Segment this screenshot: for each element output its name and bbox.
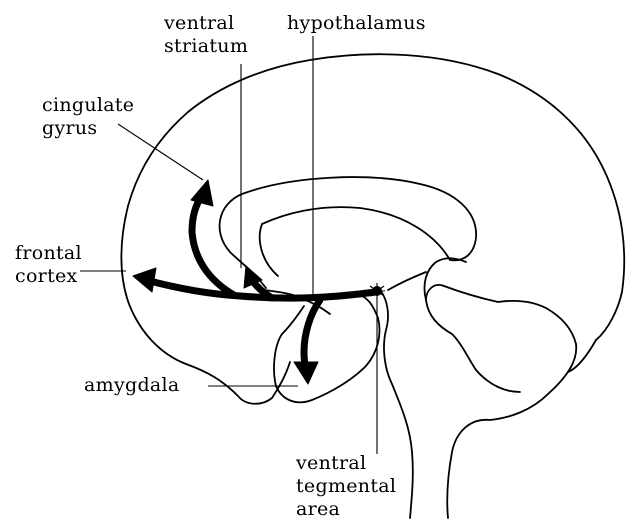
label-ventral-striatum: ventral striatum [164, 12, 248, 58]
label-ventral-striatum-line2: striatum [164, 35, 248, 58]
corpus-callosum-outline [220, 177, 477, 288]
label-ventral-striatum-line1: ventral [164, 12, 248, 35]
label-cingulate-gyrus: cingulate gyrus [42, 94, 134, 140]
label-hypothalamus-text: hypothalamus [287, 12, 426, 35]
brainstem-back-outline [447, 344, 576, 518]
label-hypothalamus: hypothalamus [287, 12, 426, 35]
label-amygdala-text: amygdala [84, 374, 180, 397]
label-ventral-tegmental-area: ventral tegmental area [296, 452, 396, 521]
mesolimbic-pathway-amygdala [304, 300, 320, 370]
label-vta-line3: area [296, 498, 396, 521]
pons-outline [424, 258, 466, 300]
amygdala-arrowhead [294, 362, 318, 384]
frontal-cortex-arrowhead [133, 268, 156, 292]
label-frontal-cortex-line2: cortex [15, 265, 82, 288]
label-frontal-cortex-line1: frontal [15, 242, 82, 265]
label-vta-line2: tegmental [296, 475, 396, 498]
vta-origin-burst [369, 283, 385, 299]
midbrain-outline [388, 272, 426, 290]
cerebellum-outline [426, 285, 576, 392]
label-cingulate-gyrus-line2: gyrus [42, 117, 134, 140]
mesocortical-pathway-cingulate [192, 196, 234, 295]
label-cingulate-gyrus-line1: cingulate [42, 94, 134, 117]
cerebral-hemisphere-outline [121, 54, 624, 404]
label-frontal-cortex: frontal cortex [15, 242, 82, 288]
label-amygdala: amygdala [84, 374, 180, 397]
dopamine-pathways [133, 180, 385, 384]
label-vta-line1: ventral [296, 452, 396, 475]
